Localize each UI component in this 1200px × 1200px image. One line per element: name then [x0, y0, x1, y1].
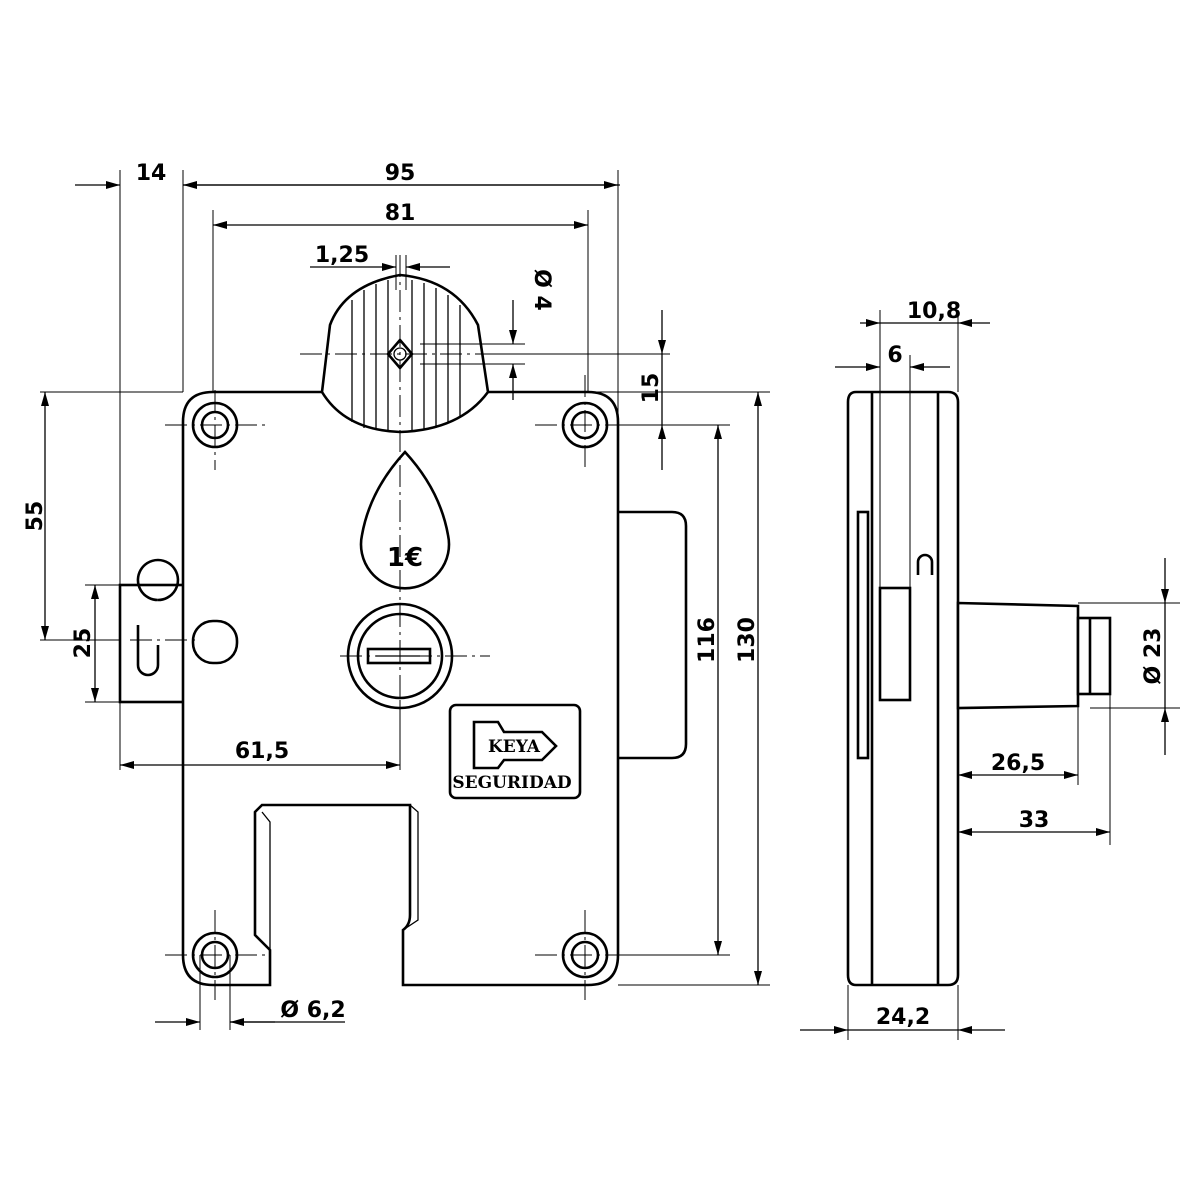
dim-116: 116 [695, 617, 720, 663]
side-cylinder-cap [1076, 616, 1112, 696]
dim-dia-4: Ø 4 [529, 269, 554, 311]
dim-14: 14 [136, 161, 167, 186]
dim-6: 6 [887, 343, 902, 368]
dim-61-5: 61,5 [235, 739, 289, 764]
dim-dia-23: Ø 23 [1141, 628, 1166, 685]
coin-value-label: 1€ [387, 543, 423, 573]
latch-indicator [191, 619, 239, 665]
dim-26-5: 26,5 [991, 751, 1045, 776]
side-pin [916, 553, 934, 575]
dim-25: 25 [71, 628, 96, 659]
side-view [846, 390, 1112, 987]
brand-logo-text: KEYA [488, 737, 541, 757]
dim-130: 130 [735, 617, 760, 663]
left-keeper-bracket [118, 583, 186, 704]
dim-24-2: 24,2 [876, 1005, 930, 1030]
dim-10-8: 10,8 [907, 299, 961, 324]
drum-ribs [351, 280, 461, 432]
key-logo-icon [472, 720, 558, 770]
dim-33: 33 [1019, 808, 1050, 833]
brand-name-text: SEGURIDAD [452, 773, 572, 793]
dim-1-25: 1,25 [315, 243, 369, 268]
brand-logo-plate [448, 703, 582, 800]
dim-dia-6-2: Ø 6,2 [280, 998, 345, 1023]
coin-drop-shape [359, 450, 451, 590]
side-body [846, 390, 960, 987]
dim-55: 55 [23, 501, 48, 532]
side-cylinder [956, 601, 1080, 710]
side-bolt-slot [878, 586, 912, 702]
bolt-tongue [615, 510, 688, 760]
keeper-keyhole [136, 558, 180, 677]
dim-95: 95 [385, 161, 416, 186]
side-dimensions: 10,8 6 24,2 26,5 33 Ø 23 [800, 299, 1180, 1040]
dim-15: 15 [639, 373, 664, 404]
lower-slot-inner [261, 804, 419, 950]
front-view: 1€ KEYA SEGURIDAD [118, 255, 688, 1000]
side-bolt-edge [856, 510, 870, 760]
front-dimensions: 14 95 81 1,25 Ø 4 15 55 25 116 130 [23, 161, 770, 1030]
dim-81: 81 [385, 201, 416, 226]
